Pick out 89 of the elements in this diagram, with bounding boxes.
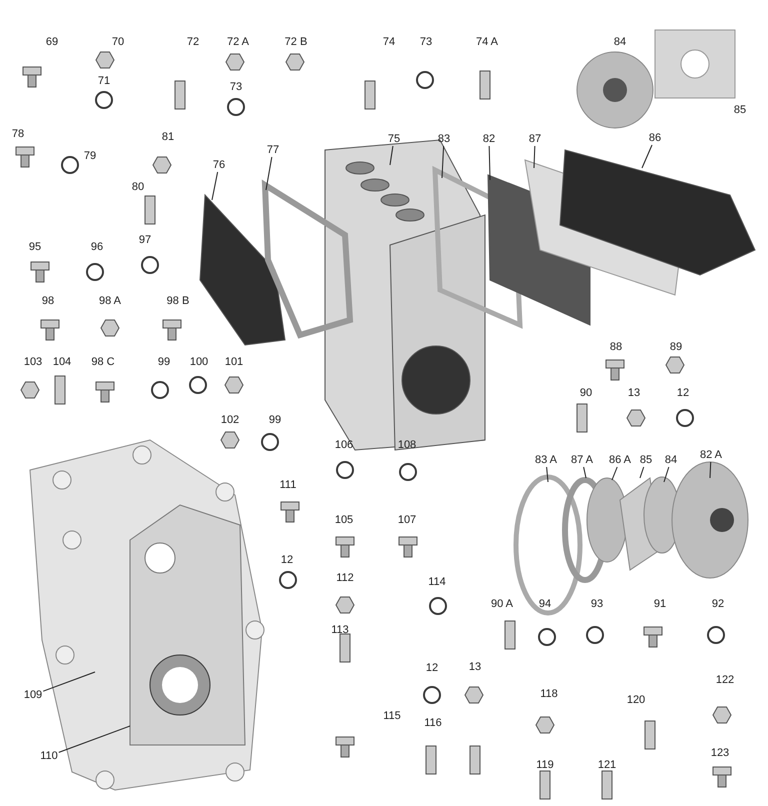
callout-number: 98 A [98,295,122,307]
leader-line [664,466,670,482]
callout-number: 72 A [226,36,250,48]
callout-number: 103 [24,356,42,368]
callout-number: 99 [268,414,282,426]
callout-number: 86 [648,132,662,144]
callout-number: 80 [132,181,144,193]
callout-number: 70 [112,36,124,48]
callout-number: 95 [28,241,42,253]
callout-number: 86 A [608,454,632,466]
callout-number: 87 [528,133,542,145]
callout-number: 93 [590,598,604,610]
callout-number: 88 [610,341,622,353]
callout-number: 94 [538,598,552,610]
callout-number: 91 [654,598,666,610]
callout-number: 123 [710,747,730,759]
callout-number: 99 [158,356,170,368]
callout-number: 75 [388,133,400,145]
callout-number: 108 [398,439,416,451]
leader-line [642,144,652,168]
callout-number: 100 [190,356,208,368]
callout-number: 77 [266,144,280,156]
leader-line [612,466,618,480]
callout-number: 13 [628,387,640,399]
callout-number: 85 [640,454,652,466]
leader-line [442,146,444,178]
callout-number: 87 A [570,454,594,466]
callout-number: 112 [336,572,354,584]
callout-number: 98 C [91,356,115,368]
callout-number: 107 [398,514,416,526]
leader-line [583,466,586,478]
callout-number: 89 [670,341,682,353]
callout-number: 120 [626,694,646,706]
callout-number: 121 [598,759,616,771]
callout-number: 119 [536,759,554,771]
callout-number: 109 [24,689,42,701]
callout-number: 13 [468,661,482,673]
callout-number: 106 [334,439,354,451]
callout-number: 104 [52,356,72,368]
leader-line [58,726,130,753]
leader-line [488,146,490,180]
leader-line [42,672,96,692]
callout-number: 102 [220,414,240,426]
callout-number: 85 [734,104,746,116]
callout-number: 12 [676,387,690,399]
leader-line [390,146,394,166]
callout-number: 82 [482,133,496,145]
callout-number: 79 [84,150,96,162]
callout-number: 82 A [700,449,722,461]
callout-number: 78 [12,128,24,140]
callout-number: 105 [334,514,354,526]
callout-number: 97 [138,234,152,246]
callout-number: 71 [98,75,110,87]
callout-number: 84 [664,454,678,466]
leader-line [266,156,272,190]
callout-number: 72 B [284,36,308,48]
callout-number: 74 [382,36,396,48]
callout-number: 98 B [166,295,190,307]
callout-number: 84 [614,36,626,48]
callout-number: 118 [540,688,558,700]
callout-number: 113 [331,624,349,636]
leader-line [534,146,536,168]
callout-number: 116 [424,717,442,729]
callout-number: 12 [426,662,438,674]
callout-number: 73 [420,36,432,48]
callout-number: 72 [186,36,200,48]
callout-number: 101 [224,356,244,368]
callout-number: 76 [212,159,226,171]
callout-number: 110 [40,750,58,762]
callout-number: 69 [46,36,58,48]
callout-number: 92 [712,598,724,610]
leader-line [640,466,644,478]
callout-number: 83 A [534,454,558,466]
leader-line [212,172,218,200]
callout-number: 83 [438,133,450,145]
callout-number: 122 [716,674,734,686]
callout-number: 12 [280,554,294,566]
callout-number: 74 A [476,36,498,48]
callout-number: 90 A [490,598,514,610]
callout-number: 81 [162,131,174,143]
callout-number: 98 [42,295,54,307]
callout-number: 114 [428,576,446,588]
callout-number: 90 [580,387,592,399]
leader-line [546,466,548,482]
leader-line [710,462,712,478]
callout-number: 115 [383,710,401,722]
callout-number: 73 [230,81,242,93]
callout-number: 111 [280,479,296,491]
callout-number: 96 [90,241,104,253]
